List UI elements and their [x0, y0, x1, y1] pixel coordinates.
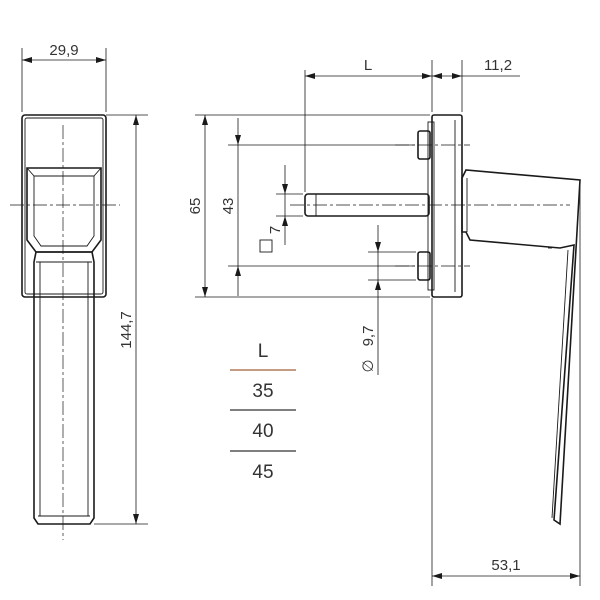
- front-base-plate-inner: [24, 117, 104, 295]
- front-view: 29,9 144,7: [10, 42, 148, 540]
- dim-height-total: 144,7: [118, 311, 135, 349]
- length-table-header: L: [258, 341, 269, 362]
- length-table: L 35 40 45: [230, 341, 296, 483]
- length-table-row-1: 35: [252, 381, 273, 402]
- front-base-plate: [21, 114, 107, 298]
- side-view: L 11,2 65 43 7 ∅ 9,7: [187, 57, 581, 586]
- side-base-plate: [431, 114, 463, 298]
- dim-base-height: 65: [187, 198, 204, 215]
- front-handle-head: [26, 167, 102, 253]
- dim-spindle-length: L: [364, 57, 372, 74]
- dim-base-width: 29,9: [49, 42, 78, 59]
- dim-screw-spacing: 43: [220, 198, 237, 215]
- dim-screw-diameter: 9,7: [360, 326, 377, 347]
- front-handle-head-inner: [33, 175, 95, 247]
- dim-base-depth: 11,2: [484, 57, 512, 74]
- dim-spindle-square: 7: [267, 226, 284, 234]
- length-table-row-2: 40: [252, 421, 273, 442]
- diameter-symbol: ∅: [360, 359, 377, 372]
- length-table-row-3: 45: [252, 462, 273, 483]
- square-symbol: [259, 239, 273, 253]
- dim-lever-reach: 53,1: [491, 557, 520, 574]
- front-handle-lever: [33, 251, 95, 525]
- side-handle-profile: [461, 169, 581, 526]
